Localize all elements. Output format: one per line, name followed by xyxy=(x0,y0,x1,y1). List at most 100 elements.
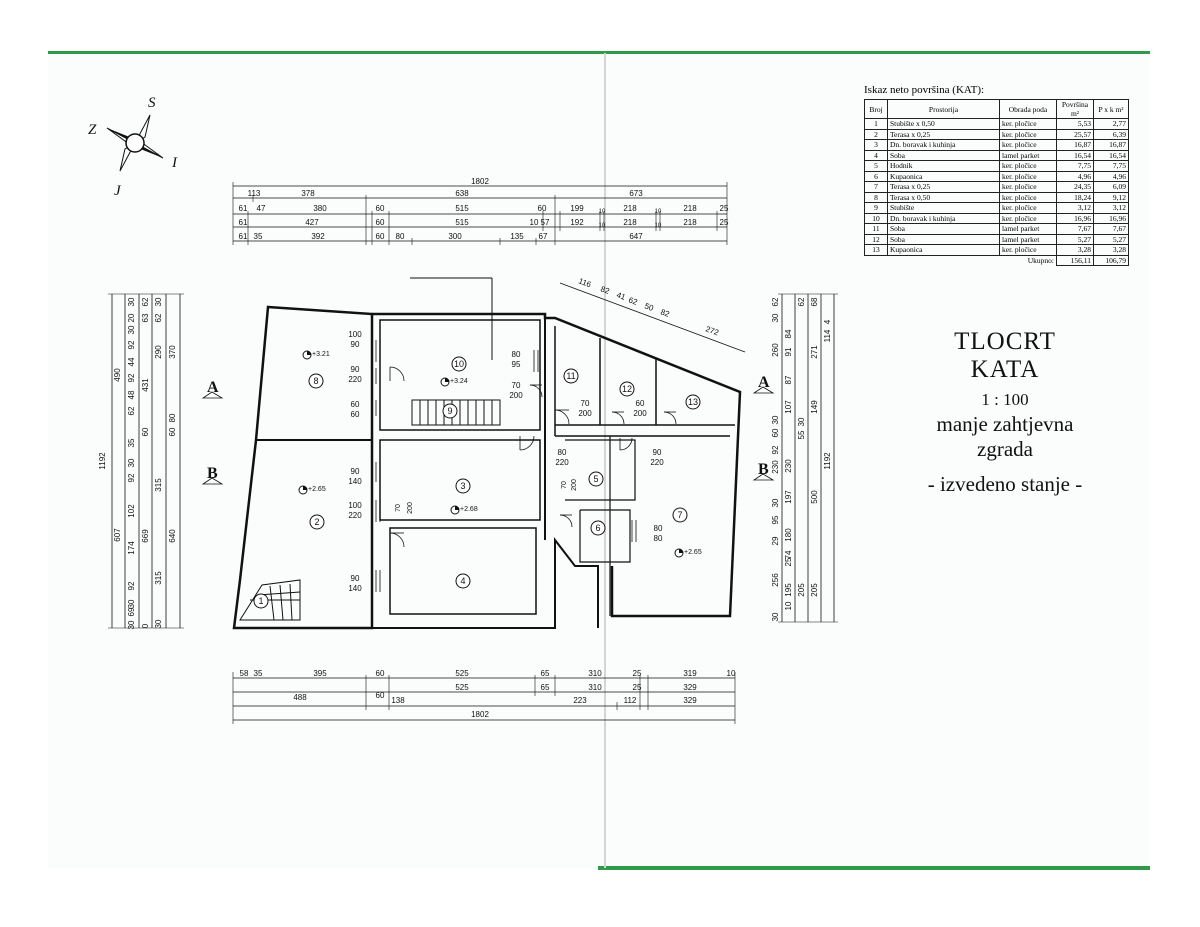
room-label-6: 6 xyxy=(590,520,606,536)
area-table-cell: Kupaonica xyxy=(887,244,1000,256)
svg-text:+2.65: +2.65 xyxy=(308,486,326,493)
dim-right-c2-3: 230 xyxy=(771,460,780,474)
opening-5-h: 200 xyxy=(509,391,523,400)
dim-right-c1-16: 25 xyxy=(784,557,793,566)
area-table-cell: Dn. boravak i kuhinja xyxy=(887,212,1000,224)
dim-diag-a: 116 xyxy=(577,276,593,289)
area-table-cell: 7,75 xyxy=(1093,160,1129,172)
left-dimension-labels: 1192 490 607 30 20 30 92 44 92 48 62 35 … xyxy=(98,297,177,629)
area-table-cell: 4 xyxy=(864,149,888,161)
area-table-cell: 6 xyxy=(864,170,888,182)
room-label-11: 11 xyxy=(563,368,579,384)
area-table-cell: 3,12 xyxy=(1056,202,1094,214)
dim-top-total: 1802 xyxy=(471,177,489,186)
opening-2-w: 90 xyxy=(351,365,360,374)
room-label-3: 3 xyxy=(455,478,471,494)
col-header-povrsina: Površina m² xyxy=(1056,99,1094,119)
right-dimension-labels: 62 30 84 91 87 107 30 60 92 230 197 30 9… xyxy=(771,297,832,621)
dim-right-c3-3: 149 xyxy=(810,400,819,414)
dim-right-c4-0: 4 xyxy=(823,319,832,324)
area-table-cell: 16,96 xyxy=(1093,212,1129,224)
area-table-cell: 24,35 xyxy=(1056,181,1094,193)
area-table-cell: ker. pločice xyxy=(999,202,1057,214)
dim-left-c5-c: 60 xyxy=(168,427,177,436)
dim-right-c4-1: 114 xyxy=(823,329,832,342)
dim-right-c3-5: 205 xyxy=(810,583,819,597)
opening-11-w: 90 xyxy=(351,574,360,583)
area-table-cell: 7,67 xyxy=(1093,223,1129,235)
area-table-cell: lamel parket xyxy=(999,223,1057,235)
dim-top-r4-a: 61 xyxy=(239,232,248,241)
total-pk: 106,79 xyxy=(1093,254,1129,266)
title-line-5: zgrada xyxy=(977,437,1033,461)
dim-right-c1-2: 84 xyxy=(784,329,793,338)
room-label-9: 9 xyxy=(442,403,458,419)
dim-bot-r1-b: 35 xyxy=(254,669,263,678)
dim-right-c2-4: 205 xyxy=(797,583,806,597)
dim-bot-r1-j: 10 xyxy=(727,669,736,678)
area-table-cell: Soba xyxy=(887,149,1000,161)
opening-8-w: 90 xyxy=(351,467,360,476)
dim-diag-b: 82 xyxy=(599,284,611,296)
area-table-cell: Soba xyxy=(887,223,1000,235)
dim-left-c3-5: 0 xyxy=(141,623,150,628)
dim-bot-r1-f: 65 xyxy=(541,669,550,678)
dim-left-c2-5: 92 xyxy=(127,373,136,382)
area-table-cell: Terasa x 0,50 xyxy=(887,191,1000,203)
opening-8-h: 140 xyxy=(348,477,362,486)
dim-left-c2-0: 30 xyxy=(127,297,136,306)
opening-3-h: 60 xyxy=(351,410,360,419)
diagonal-dimension: 116 82 41 62 50 82 272 xyxy=(559,276,746,353)
dim-right-c1-10: 197 xyxy=(784,490,793,504)
page-fold xyxy=(604,53,606,868)
dim-right-c1-20: 30 xyxy=(771,612,780,621)
dim-bot-total: 1802 xyxy=(471,710,489,719)
opening-15-h: 80 xyxy=(654,534,663,543)
col-header-obrada: Obrada poda xyxy=(999,99,1057,119)
area-table-cell: Kupaonica xyxy=(887,170,1000,182)
area-table-cell: 13 xyxy=(864,244,888,256)
section-b-left: B xyxy=(207,465,218,482)
dim-diag-c: 41 xyxy=(615,290,627,302)
dim-left-c3-1: 63 xyxy=(141,313,150,322)
opening-3-w: 60 xyxy=(351,400,360,409)
dim-left-c3-3: 60 xyxy=(141,427,150,436)
svg-text:5: 5 xyxy=(593,474,598,484)
dim-left-c2-7: 62 xyxy=(127,406,136,415)
dim-right-c3-1: 68 xyxy=(810,297,819,306)
dim-right-c1-9: 230 xyxy=(784,459,793,473)
opening-11-h: 140 xyxy=(348,584,362,593)
area-table-cell: 5 xyxy=(864,160,888,172)
room-labels: 1 2 3 4 5 6 7 8 9 10 11 12 13 xyxy=(253,356,701,609)
area-table-cell: 6,39 xyxy=(1093,128,1129,140)
dim-top-r3-j: 10 xyxy=(655,223,662,229)
dim-top-r3-b: 427 xyxy=(305,218,319,227)
area-table-cell: 7,67 xyxy=(1056,223,1094,235)
area-table-cell: ker. pločice xyxy=(999,244,1057,256)
title-line-2: KATA xyxy=(970,356,1040,383)
area-table-cell: ker. pločice xyxy=(999,181,1057,193)
area-table-cell: Stubište x 0,50 xyxy=(887,118,1000,130)
dim-right-c1-12: 95 xyxy=(771,515,780,524)
area-table-cell: Dn. boravak i kuhinja xyxy=(887,139,1000,151)
svg-text:3: 3 xyxy=(460,481,465,491)
area-table-cell: Soba xyxy=(887,233,1000,245)
dim-right-c3-0: 62 xyxy=(797,297,806,306)
dim-top-r2-b: 47 xyxy=(257,204,266,213)
opening-10-h: 200 xyxy=(407,502,414,514)
dim-right-outer: 1192 xyxy=(823,452,832,470)
dim-top-r4-d: 60 xyxy=(376,232,385,241)
opening-5-w: 70 xyxy=(512,381,521,390)
area-table-cell: 1 xyxy=(864,118,888,130)
room-label-2: 2 xyxy=(309,514,325,530)
dim-right-c1-3: 91 xyxy=(784,347,793,356)
window-marks xyxy=(375,340,637,592)
col-header-prostorija: Prostorija xyxy=(887,99,1000,119)
area-table-cell: 2,77 xyxy=(1093,118,1129,130)
level-marker-10: +3.24 xyxy=(440,377,468,387)
